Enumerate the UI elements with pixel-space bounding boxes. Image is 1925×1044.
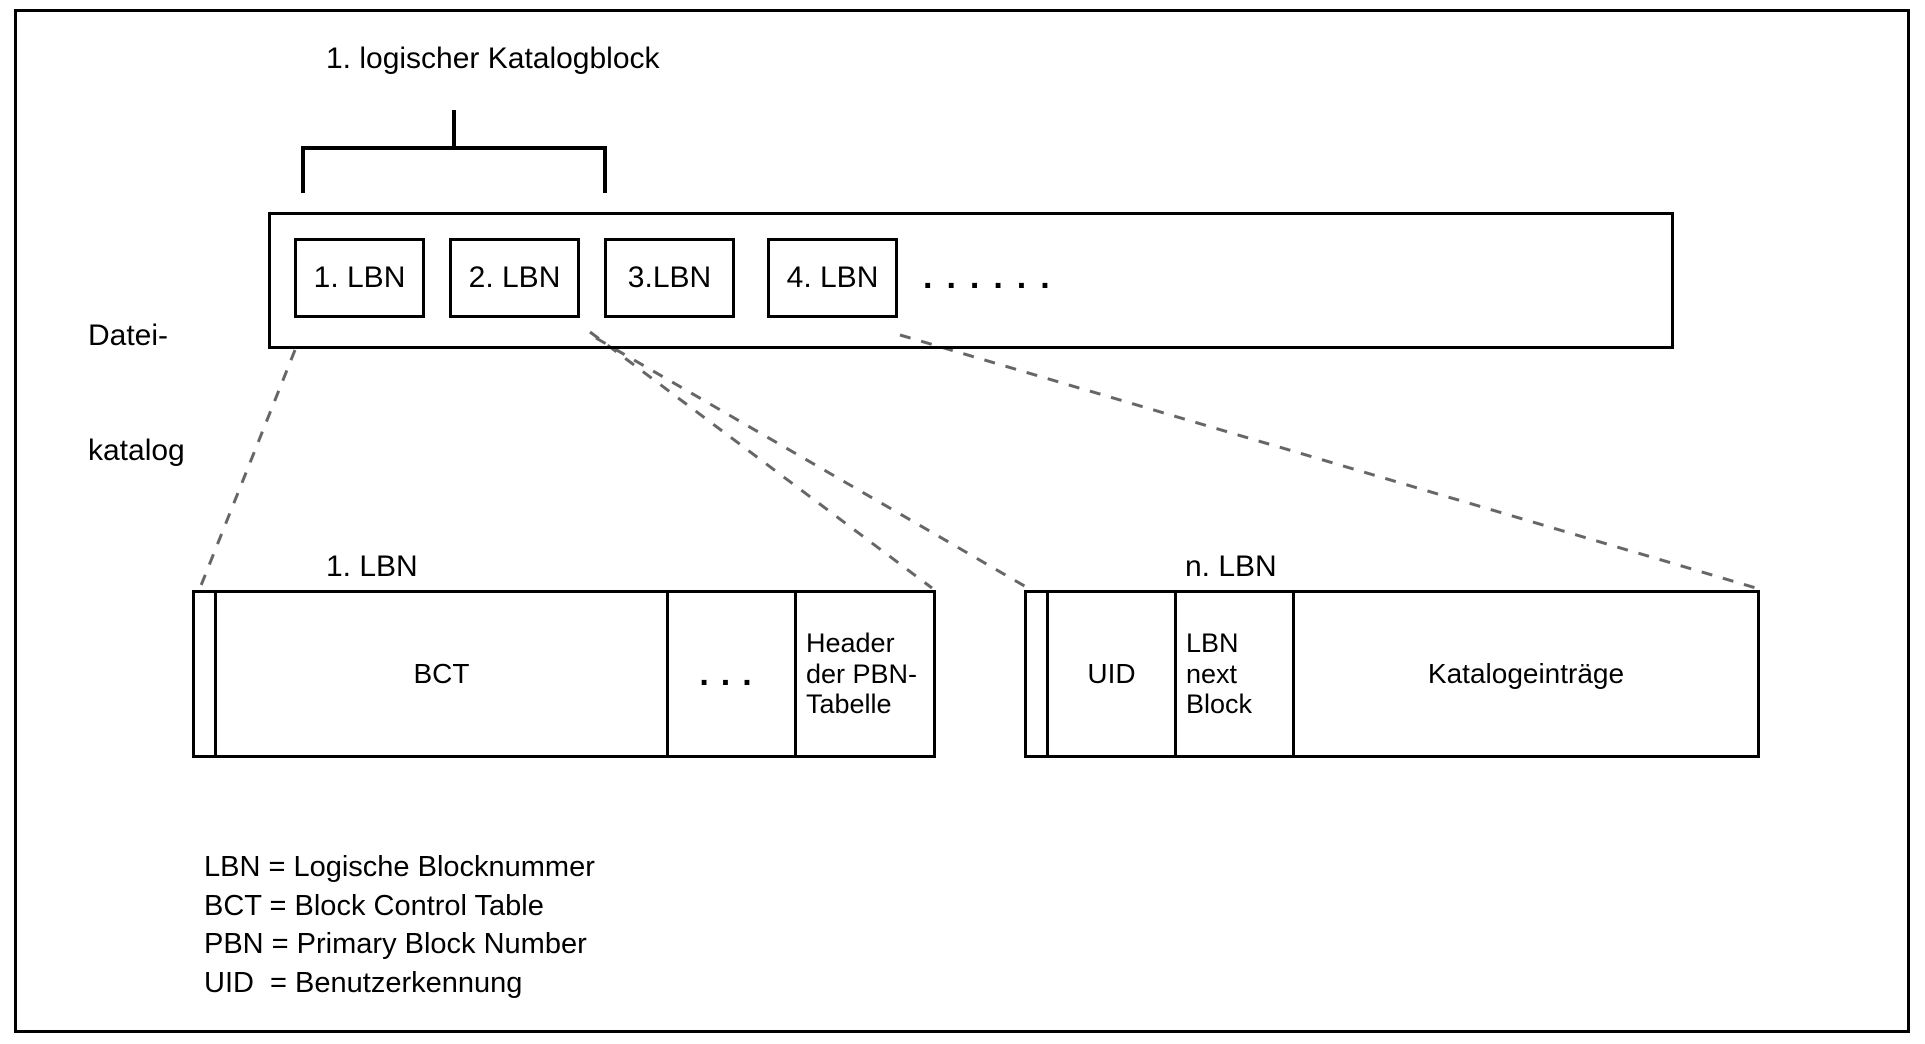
cell-pbn-table-header[interactable]: Header der PBN- Tabelle — [797, 593, 933, 755]
cell-ellipsis-label: ... — [699, 654, 764, 693]
catalog-entry-3-label: 3.LBN — [627, 261, 712, 294]
cell-spacer-left — [195, 593, 217, 755]
page-title: 1. logischer Katalogblock — [326, 42, 660, 75]
cell-spacer-right — [1027, 593, 1049, 755]
cell-bct-label: BCT — [413, 658, 470, 689]
detail-block-right: UID LBN next Block Katalogeinträge — [1024, 590, 1760, 758]
cell-bct[interactable]: BCT — [217, 593, 669, 755]
dateikatalog-label-line1: Datei- — [88, 318, 169, 352]
catalog-entry-1-label: 1. LBN — [313, 261, 406, 294]
cell-lbn-next-block[interactable]: LBN next Block — [1177, 593, 1295, 755]
cell-uid[interactable]: UID — [1049, 593, 1177, 755]
catalog-entry-2[interactable]: 2. LBN — [449, 238, 580, 318]
dateikatalog-label: Datei- katalog — [88, 240, 185, 547]
catalog-entry-4-label: 4. LBN — [786, 261, 879, 294]
dateikatalog-label-line2: katalog — [88, 433, 185, 467]
cell-pbn-table-header-label: Header der PBN- Tabelle — [806, 627, 918, 720]
catalog-ellipsis: ...... — [923, 258, 1064, 296]
cell-katalogeintraege[interactable]: Katalogeinträge — [1295, 593, 1757, 755]
detail-block-right-label: n. LBN — [1185, 550, 1277, 583]
catalog-entry-1[interactable]: 1. LBN — [294, 238, 425, 318]
cell-uid-label: UID — [1087, 658, 1136, 689]
detail-block-left: BCT ... Header der PBN- Tabelle — [192, 590, 936, 758]
dateikatalog-strip — [268, 212, 1674, 349]
legend-item-bct: BCT = Block Control Table — [204, 889, 544, 922]
page-border — [14, 9, 1910, 1033]
detail-block-left-label: 1. LBN — [326, 550, 418, 583]
legend-item-lbn: LBN = Logische Blocknummer — [204, 851, 595, 883]
cell-katalogeintraege-label: Katalogeinträge — [1427, 658, 1625, 689]
cell-lbn-next-block-label: LBN next Block — [1186, 627, 1253, 720]
catalog-entry-2-label: 2. LBN — [468, 261, 561, 294]
catalog-entry-3[interactable]: 3.LBN — [604, 238, 735, 318]
cell-ellipsis: ... — [669, 593, 797, 755]
legend-item-pbn: PBN = Primary Block Number — [204, 928, 587, 961]
catalog-entry-4[interactable]: 4. LBN — [767, 238, 898, 318]
legend: LBN = Logische Blocknummer BCT = Block C… — [204, 848, 595, 1002]
legend-item-uid: UID = Benutzerkennung — [204, 966, 523, 999]
